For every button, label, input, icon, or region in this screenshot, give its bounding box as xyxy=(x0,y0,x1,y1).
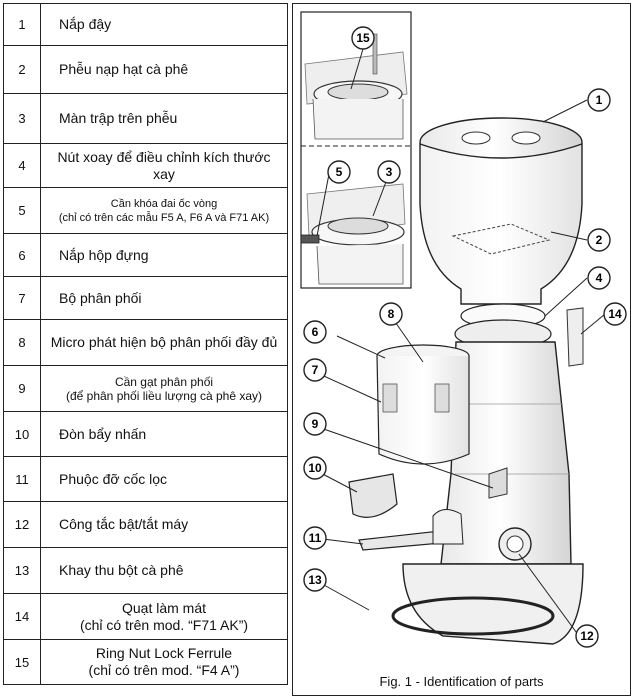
callout-14: 14 xyxy=(603,302,627,326)
table-row: 3 Màn trập trên phễu xyxy=(3,93,288,144)
callout-4: 4 xyxy=(587,266,611,290)
svg-text:11: 11 xyxy=(309,531,322,545)
svg-text:3: 3 xyxy=(386,165,393,179)
svg-text:10: 10 xyxy=(308,461,322,475)
callout-3: 3 xyxy=(377,160,401,184)
callouts: 1 2 3 4 5 6 7 8 9 10 11 12 13 14 15 xyxy=(303,26,627,648)
part-name: Micro phát hiện bộ phân phối đầy đủ xyxy=(40,319,288,366)
callout-5: 5 xyxy=(327,160,351,184)
table-row: 9 Cần gạt phân phối (để phân phối liều l… xyxy=(3,365,288,412)
table-row: 5 Cần khóa đai ốc vòng (chỉ có trên các … xyxy=(3,187,288,234)
table-row: 1 Nắp đậy xyxy=(3,3,288,46)
leader-lines xyxy=(314,48,606,637)
part-name: Khay thu bột cà phê xyxy=(40,547,288,594)
callout-7: 7 xyxy=(303,358,327,382)
callout-8: 8 xyxy=(379,302,403,326)
part-number: 13 xyxy=(3,547,41,594)
svg-text:13: 13 xyxy=(308,573,322,587)
table-row: 15 Ring Nut Lock Ferrule (chỉ có trên mo… xyxy=(3,639,288,685)
part-number: 3 xyxy=(3,93,41,144)
callout-9: 9 xyxy=(303,412,327,436)
part-name: Nút xoay để điều chỉnh kích thước xay xyxy=(40,143,288,188)
part-number: 14 xyxy=(3,593,41,640)
part-number: 10 xyxy=(3,411,41,457)
part-number: 1 xyxy=(3,3,41,46)
table-row: 2 Phễu nạp hạt cà phê xyxy=(3,45,288,94)
callout-6: 6 xyxy=(303,320,327,344)
part-number: 4 xyxy=(3,143,41,188)
part-number: 5 xyxy=(3,187,41,234)
part-number: 2 xyxy=(3,45,41,94)
table-row: 10 Đòn bẩy nhấn xyxy=(3,411,288,457)
part-name: Công tắc bật/tắt máy xyxy=(40,501,288,548)
part-number: 15 xyxy=(3,639,41,685)
part-number: 8 xyxy=(3,319,41,366)
callout-11: 11 xyxy=(303,526,327,550)
svg-text:14: 14 xyxy=(608,307,622,321)
svg-text:4: 4 xyxy=(596,271,603,285)
part-name: Quạt làm mát (chỉ có trên mod. “F71 AK”) xyxy=(40,593,288,640)
callout-1: 1 xyxy=(587,88,611,112)
svg-text:6: 6 xyxy=(312,325,319,339)
svg-text:7: 7 xyxy=(312,363,319,377)
part-name: Bộ phân phối xyxy=(40,276,288,320)
svg-text:2: 2 xyxy=(596,233,603,247)
part-name: Đòn bẩy nhấn xyxy=(40,411,288,457)
parts-table: 1 Nắp đậy 2 Phễu nạp hạt cà phê 3 Màn tr… xyxy=(3,3,288,685)
svg-text:8: 8 xyxy=(388,307,395,321)
table-row: 12 Công tắc bật/tắt máy xyxy=(3,501,288,548)
table-row: 14 Quạt làm mát (chỉ có trên mod. “F71 A… xyxy=(3,593,288,640)
svg-text:1: 1 xyxy=(596,93,603,107)
part-number: 9 xyxy=(3,365,41,412)
part-number: 12 xyxy=(3,501,41,548)
table-row: 6 Nắp hộp đựng xyxy=(3,233,288,277)
callout-15: 15 xyxy=(351,26,375,50)
grinder-illustration: 1 2 3 4 5 6 7 8 9 10 11 12 13 14 15 xyxy=(300,11,627,648)
svg-text:12: 12 xyxy=(580,629,594,643)
part-name: Nắp hộp đựng xyxy=(40,233,288,277)
figure-caption: Fig. 1 - Identification of parts xyxy=(379,674,544,689)
part-number: 6 xyxy=(3,233,41,277)
part-name: Nắp đậy xyxy=(40,3,288,46)
grinder-body xyxy=(348,117,584,645)
part-name: Ring Nut Lock Ferrule (chỉ có trên mod. … xyxy=(40,639,288,685)
part-name: Màn trập trên phễu xyxy=(40,93,288,144)
callout-10: 10 xyxy=(303,456,327,480)
part-name: Phễu nạp hạt cà phê xyxy=(40,45,288,94)
grinder-figure: 1 2 3 4 5 6 7 8 9 10 11 12 13 14 15 Fig.… xyxy=(292,3,631,696)
part-name: Cần gạt phân phối (để phân phối liều lượ… xyxy=(40,365,288,412)
table-row: 8 Micro phát hiện bộ phân phối đầy đủ xyxy=(3,319,288,366)
part-name: Cần khóa đai ốc vòng (chỉ có trên các mẫ… xyxy=(40,187,288,234)
table-row: 13 Khay thu bột cà phê xyxy=(3,547,288,594)
table-row: 11 Phuộc đỡ cốc lọc xyxy=(3,456,288,502)
svg-text:5: 5 xyxy=(336,165,343,179)
callout-13: 13 xyxy=(303,568,327,592)
callout-12: 12 xyxy=(575,624,599,648)
table-row: 7 Bộ phân phối xyxy=(3,276,288,320)
svg-text:15: 15 xyxy=(356,31,370,45)
part-number: 7 xyxy=(3,276,41,320)
callout-2: 2 xyxy=(587,228,611,252)
svg-text:9: 9 xyxy=(312,417,319,431)
table-row: 4 Nút xoay để điều chỉnh kích thước xay xyxy=(3,143,288,188)
part-number: 11 xyxy=(3,456,41,502)
part-name: Phuộc đỡ cốc lọc xyxy=(40,456,288,502)
inset-detail xyxy=(300,11,412,289)
